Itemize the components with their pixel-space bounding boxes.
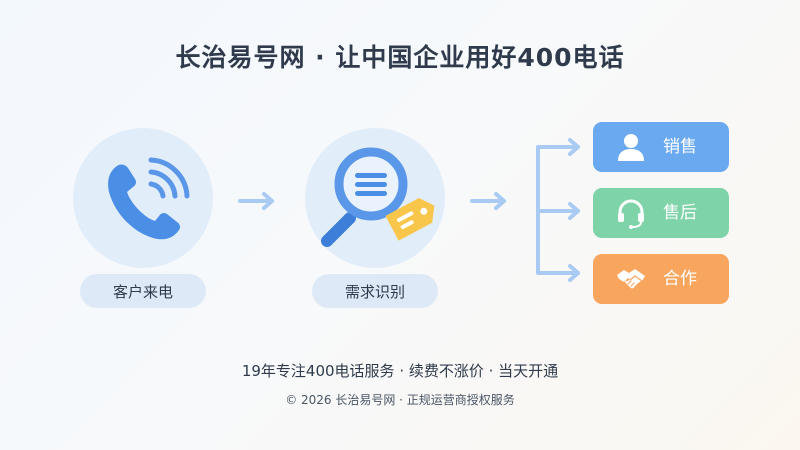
headset-icon [618, 199, 644, 229]
role-label-sales: 销售 [663, 137, 697, 157]
role-cooperation: 合作 [593, 254, 729, 304]
role-sales: 销售 [593, 122, 729, 172]
call-step-circle [73, 128, 213, 268]
footer-copyright: © 2026 长治易号网 · 正规运营商授权服务 [285, 393, 515, 407]
user-icon [618, 134, 644, 161]
role-label-after-sales: 售后 [663, 203, 697, 223]
role-after-sales: 售后 [593, 188, 729, 238]
recognition-step-circle [305, 128, 445, 268]
handshake-icon [617, 269, 645, 290]
arrow-right-icon [238, 192, 274, 210]
search-tag-icon [321, 147, 435, 247]
phone-call-icon [108, 157, 190, 240]
role-label-cooperation: 合作 [663, 269, 697, 289]
slogan: 19年专注400电话服务 · 续费不涨价 · 当天开通 [241, 362, 559, 380]
step-label-call: 客户来电 [80, 274, 206, 308]
page-title: 长治易号网 · 让中国企业用好400电话 [175, 43, 625, 72]
step-label-recognition: 需求识别 [312, 274, 438, 308]
branch-connector [536, 138, 580, 282]
arrow-right-icon [470, 192, 506, 210]
